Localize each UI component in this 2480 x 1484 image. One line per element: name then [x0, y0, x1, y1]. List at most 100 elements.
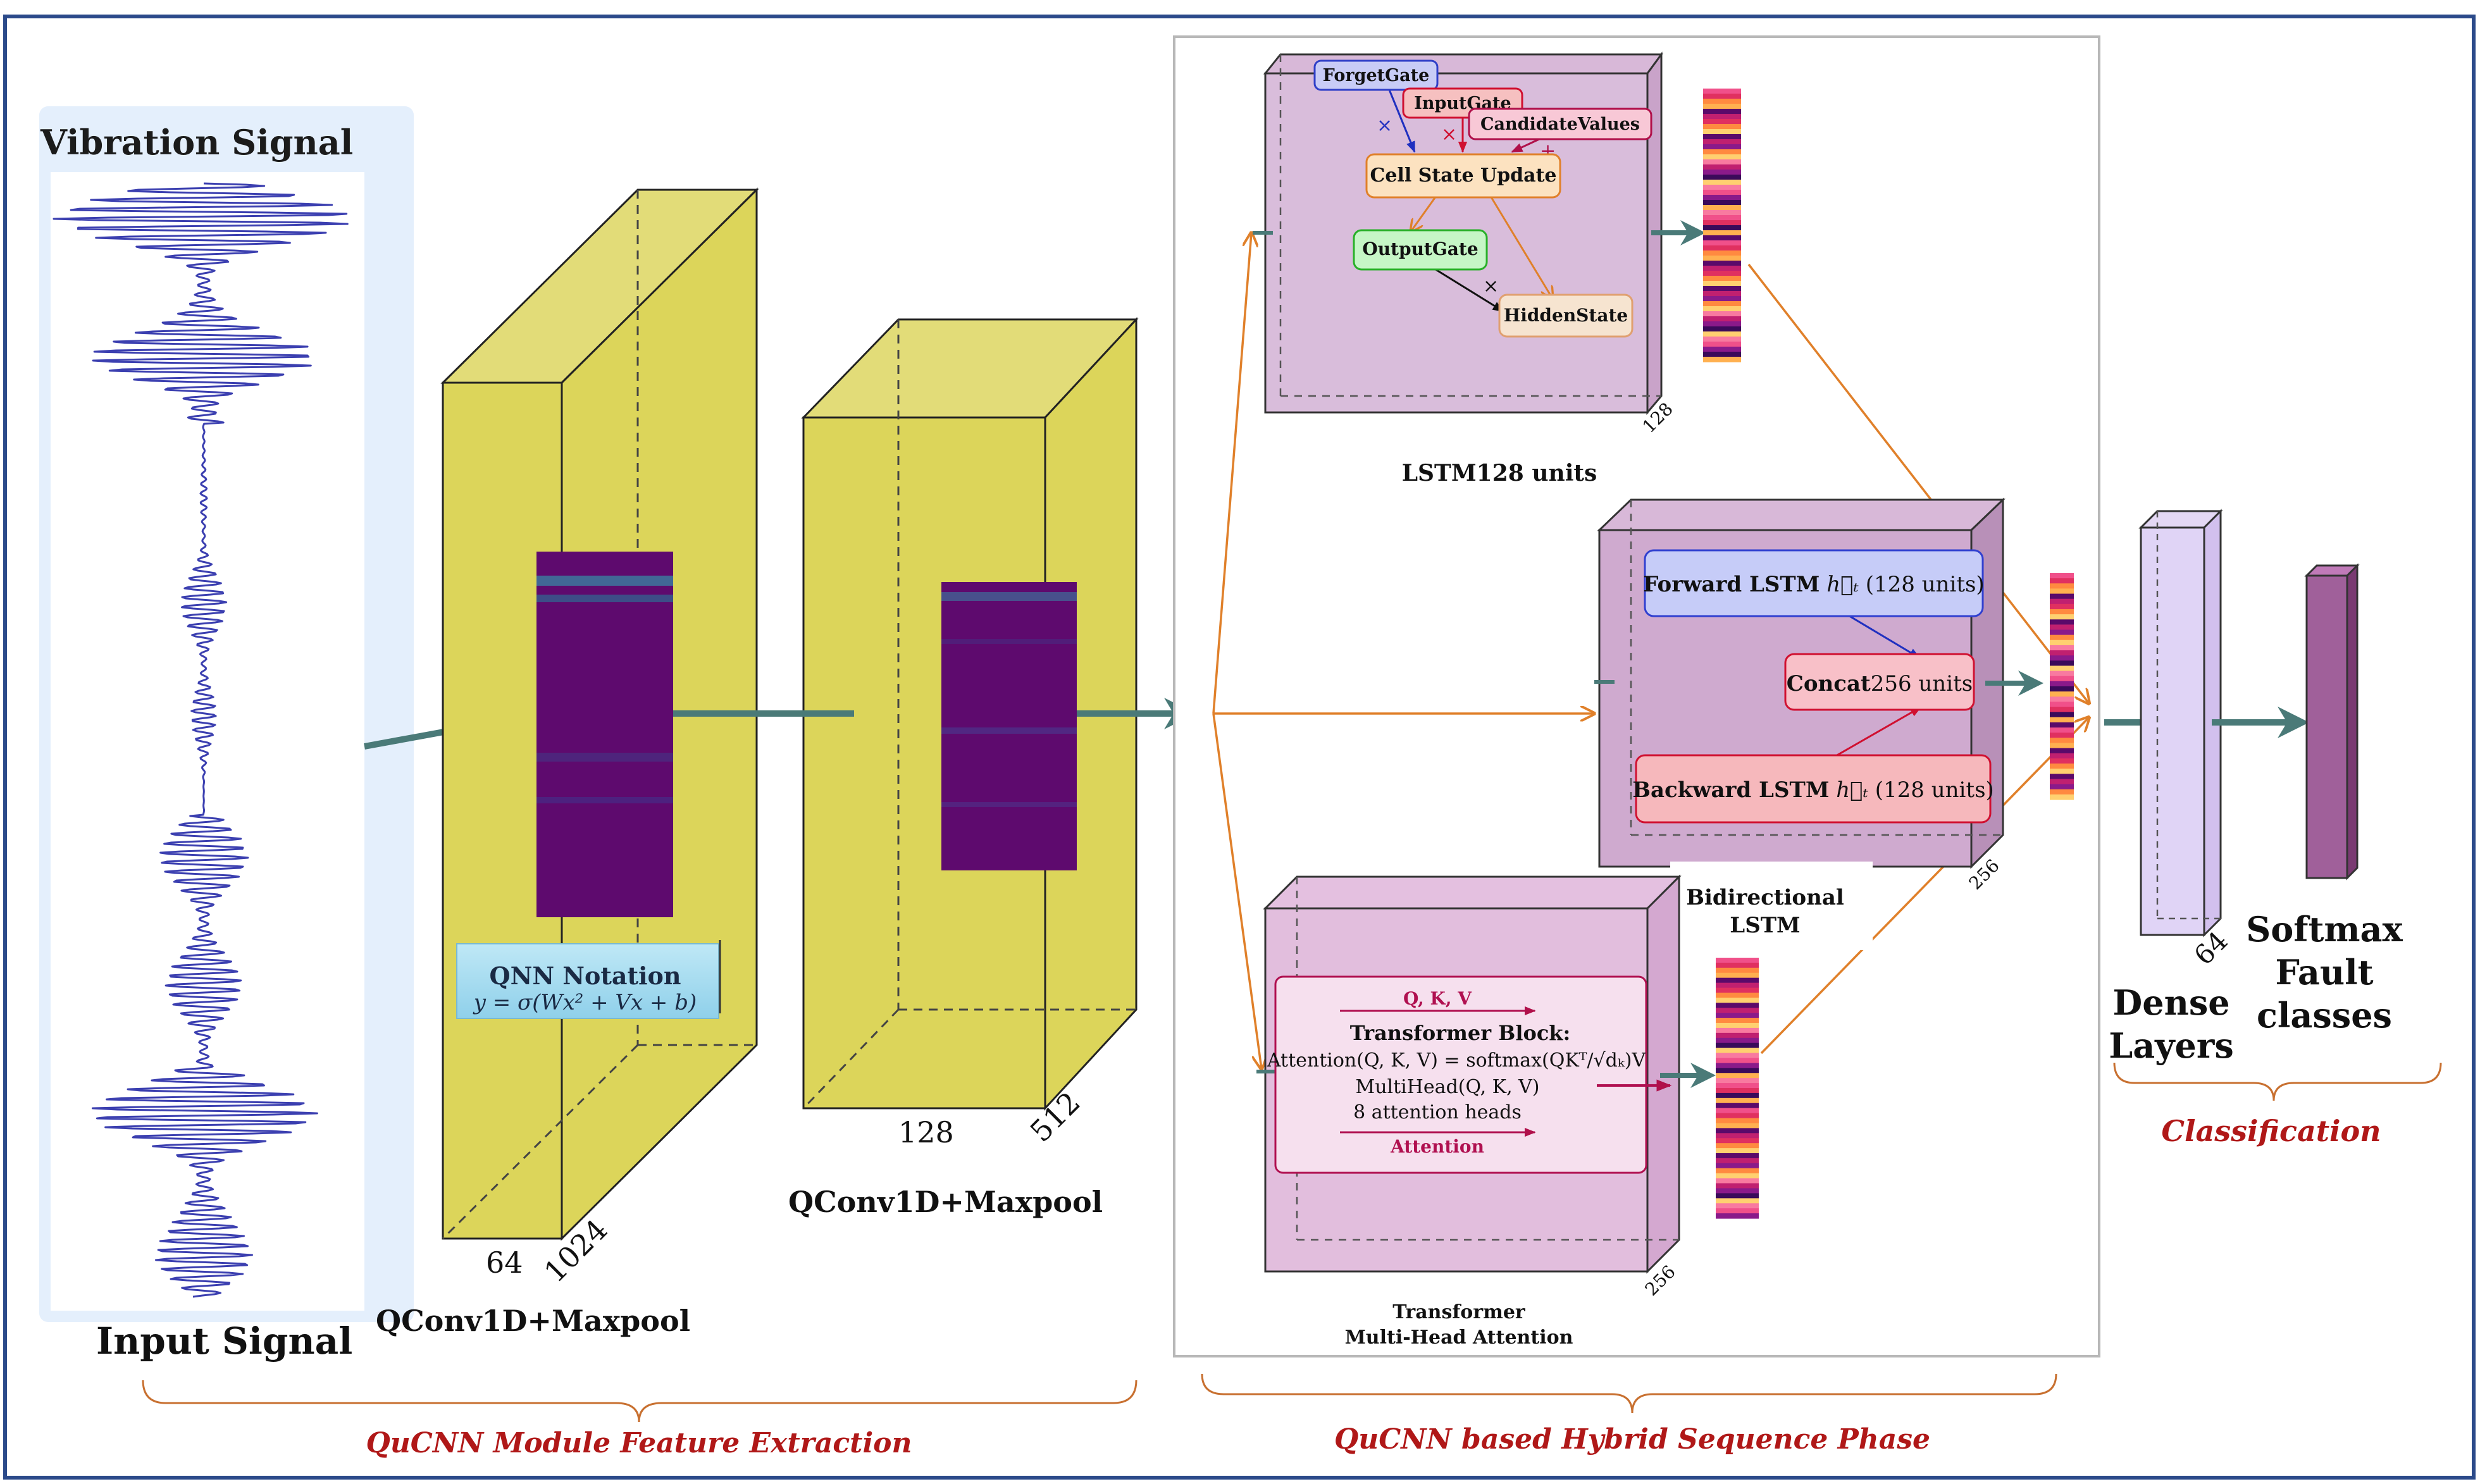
vector-stripe	[2050, 573, 2074, 579]
vector-stripe	[2050, 712, 2074, 718]
vector-stripe	[2050, 583, 2074, 590]
backward-to-concat-arrow	[1834, 706, 1922, 758]
dense-caption-1: Dense	[2112, 982, 2229, 1023]
cell-state-label: Cell State Update	[1370, 164, 1556, 187]
block2-caption: QConv1D+Maxpool	[788, 1185, 1103, 1219]
vector-stripe	[2050, 665, 2074, 672]
vector-stripe	[1703, 170, 1741, 175]
vector-stripe	[2050, 696, 2074, 703]
vector-stripe	[1703, 291, 1741, 297]
dense-layer-block	[2138, 509, 2223, 937]
vector-stripe	[1716, 1053, 1759, 1059]
vector-stripe	[1703, 154, 1741, 160]
vector-stripe	[1716, 1178, 1759, 1184]
vector-stripe	[1716, 958, 1759, 963]
transformer-inner-box	[1274, 975, 1647, 1174]
vector-stripe	[1703, 129, 1741, 135]
vector-stripe	[1703, 104, 1741, 109]
output-gate-label: OutputGate	[1362, 238, 1478, 259]
vector-stripe	[1703, 215, 1741, 221]
vector-stripe	[2050, 758, 2074, 764]
vector-stripe	[1703, 210, 1741, 216]
vector-stripe	[1716, 1133, 1759, 1139]
vector-stripe	[1716, 1168, 1759, 1174]
output-multiply-icon: ×	[1483, 275, 1499, 297]
vector-stripe	[1716, 972, 1759, 979]
vector-stripe	[2050, 593, 2074, 600]
forget-gate-node	[1313, 59, 1439, 91]
vector-stripe	[2050, 588, 2074, 595]
vector-stripe	[1716, 1008, 1759, 1013]
attention-formula: Attention(Q, K, V) = softmax(QKᵀ/√dₖ)V	[1267, 1049, 1647, 1072]
vector-stripe	[1703, 144, 1741, 150]
bilstm-caption-1: Bidirectional	[1686, 885, 1844, 910]
block1-dim-a: 64	[486, 1246, 523, 1280]
block1-caption: QConv1D+Maxpool	[376, 1304, 690, 1338]
vector-stripe	[2050, 634, 2074, 641]
vector-stripe	[2050, 671, 2074, 677]
vector-stripe	[2050, 753, 2074, 759]
candidate-values-label: CandidateValues	[1480, 114, 1640, 134]
vector-stripe	[2050, 676, 2074, 682]
vector-stripe	[1703, 337, 1741, 342]
forward-lstm-label: Forward LSTM h⃗ₜ (128 units)	[1643, 572, 1984, 597]
vector-stripe	[1716, 1118, 1759, 1124]
vector-stripe	[1716, 1148, 1759, 1154]
vector-stripe	[2050, 624, 2074, 631]
output-gate-node	[1353, 229, 1488, 271]
vector-stripe	[2050, 609, 2074, 615]
lstm-caption: LSTM128 units	[1402, 460, 1597, 486]
vector-stripe	[1716, 1048, 1759, 1054]
vector-stripe	[1703, 286, 1741, 292]
vector-stripe	[1716, 1143, 1759, 1149]
vector-stripe	[1716, 1098, 1759, 1104]
vector-stripe	[1703, 240, 1741, 246]
lstm-gate-arrows	[1388, 89, 1553, 312]
vector-stripe	[1716, 998, 1759, 1003]
vector-stripe	[1703, 321, 1741, 327]
qnn-formula: y = σ(Wx² + Vx + b)	[473, 990, 697, 1015]
vector-stripe	[1716, 1203, 1759, 1209]
vector-stripe	[1703, 331, 1741, 337]
vector-stripe	[1703, 245, 1741, 251]
vector-stripe	[2050, 640, 2074, 646]
vector-stripe	[1703, 200, 1741, 206]
extraction-brace	[142, 1380, 1138, 1423]
vector-stripe	[2050, 645, 2074, 651]
softmax-caption-3: classes	[2257, 995, 2392, 1036]
lstm-output-vector	[1703, 89, 1741, 362]
feature-map-1	[536, 552, 673, 917]
hidden-state-label: HiddenState	[1504, 305, 1628, 326]
bilstm-caption-2: LSTM	[1730, 913, 1800, 938]
vector-stripe	[1716, 1208, 1759, 1214]
vector-stripe	[1703, 352, 1741, 357]
forward-lstm-units: (128 units)	[1866, 572, 1985, 597]
vector-stripe	[2050, 779, 2074, 785]
vector-stripe	[1716, 1023, 1759, 1029]
vector-stripe	[1716, 1198, 1759, 1204]
vector-stripe	[1716, 1092, 1759, 1099]
vector-stripe	[1716, 1058, 1759, 1063]
transformer-block-title: Transformer Block:	[1350, 1021, 1571, 1045]
forget-multiply-icon: ×	[1377, 114, 1392, 137]
transformer-output-vector	[1716, 958, 1759, 1219]
forward-lstm-title: Forward LSTM	[1643, 572, 1820, 597]
vector-stripe	[2050, 681, 2074, 687]
block2-dim-a: 128	[898, 1115, 954, 1149]
vector-stripe	[2050, 743, 2074, 749]
vector-stripe	[2050, 578, 2074, 584]
vector-stripe	[2050, 738, 2074, 744]
vector-stripe	[2050, 769, 2074, 774]
multihead-formula: MultiHead(Q, K, V)	[1355, 1076, 1539, 1098]
attention-heads-label: 8 attention heads	[1353, 1101, 1522, 1123]
vector-stripe	[1703, 311, 1741, 317]
vector-stripe	[1716, 1088, 1759, 1094]
backward-lstm-symbol: h⃖ₜ	[1836, 777, 1868, 803]
vector-stripe	[1703, 114, 1741, 120]
vector-stripe	[1703, 342, 1741, 347]
vector-stripe	[1703, 175, 1741, 180]
softmax-caption-2: Fault	[2275, 952, 2373, 992]
bilstm-caption-backdrop	[1670, 862, 1873, 950]
vector-stripe	[1716, 1108, 1759, 1114]
vector-stripe	[1703, 109, 1741, 114]
